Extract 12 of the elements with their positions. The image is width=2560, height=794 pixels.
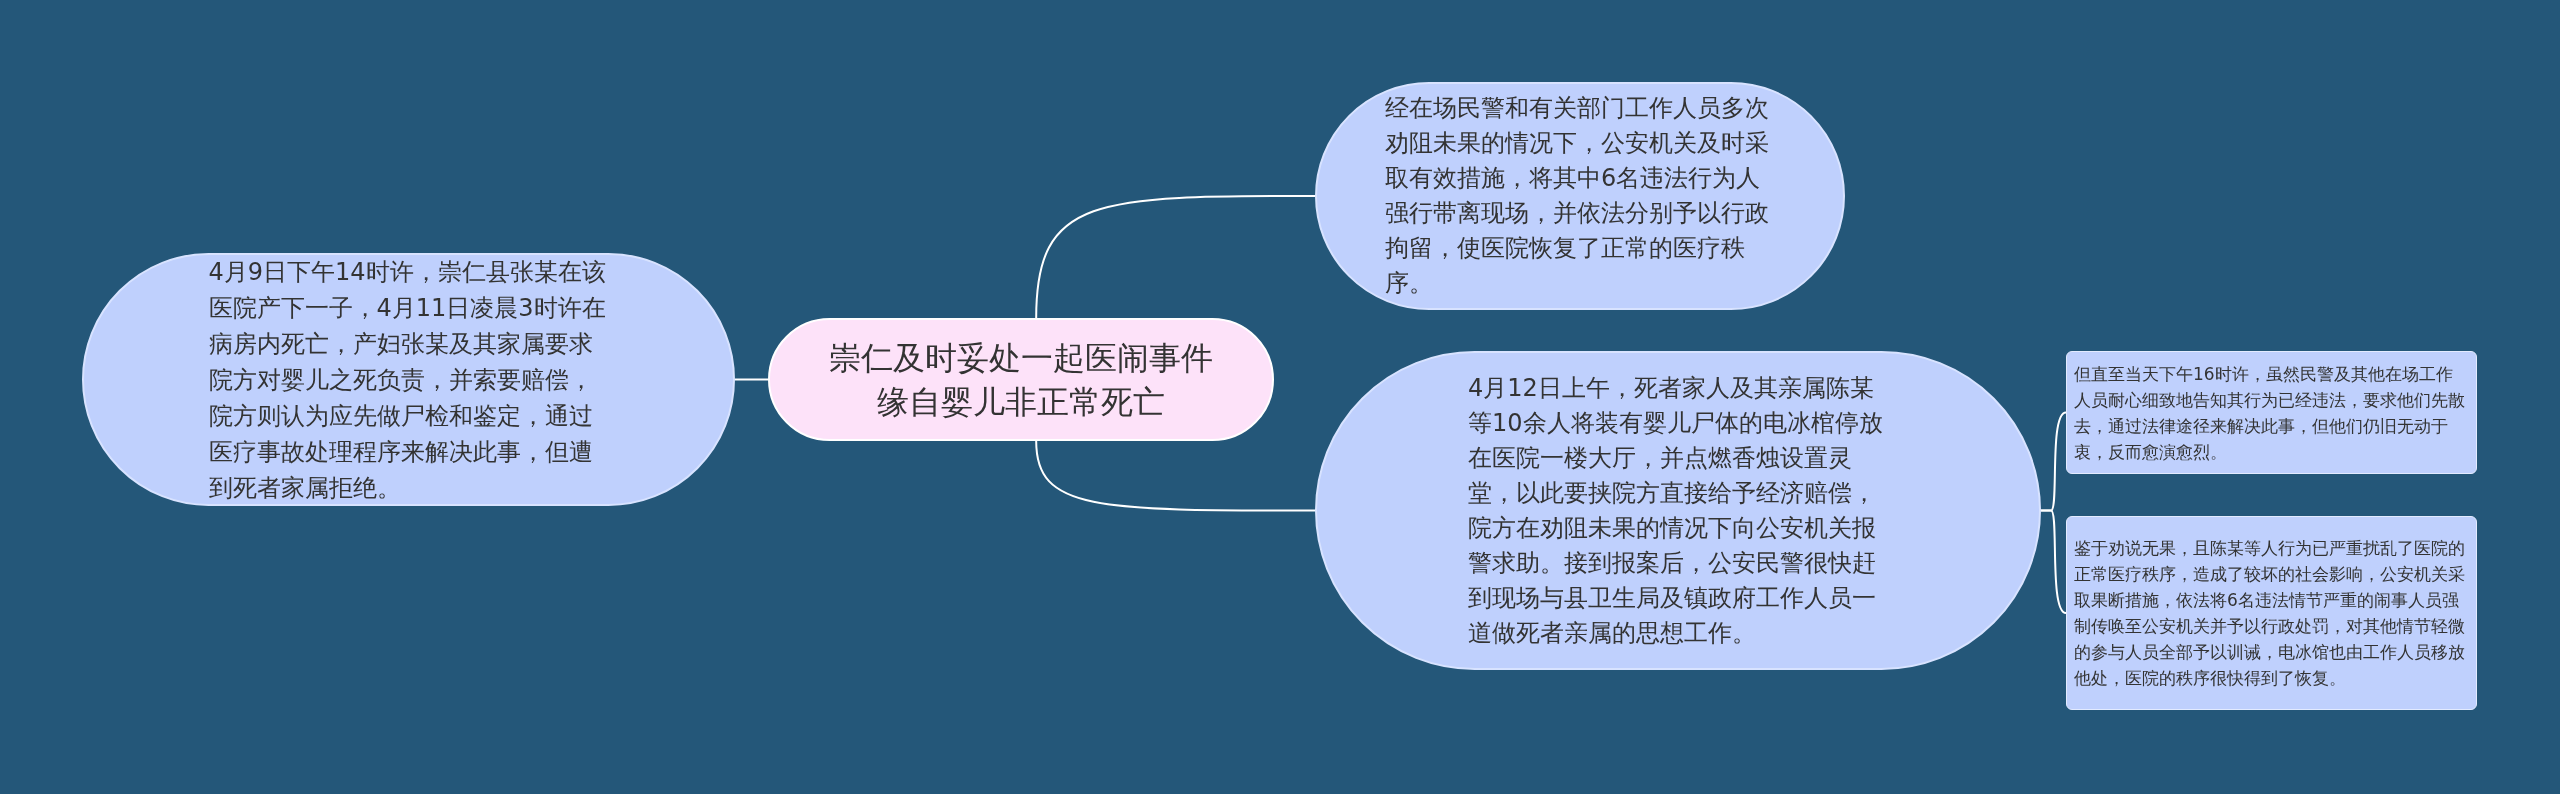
connector-line xyxy=(2040,509,2067,614)
node-text: 4月9日下午14时许，崇仁县张某在该医院产下一子，4月11日凌晨3时许在病房内死亡，产妇张某及其家属要求院方对婴儿之死负责，并索要赔偿，院方则认为应先做尸检和鉴定，通过医疗事故处理程序来解决此事，但遭到死者家属拒绝。 xyxy=(208,256,607,504)
node-text: 崇仁及时妥处一起医闹事件缘自婴儿非正常死亡 xyxy=(828,337,1214,423)
connector-line xyxy=(1035,195,1316,319)
node-text: 鉴于劝说无果，且陈某等人行为已严重扰乱了医院的正常医疗秩序，造成了较坏的社会影响，公安机关采取果断措施，依法将6名违法情节严重的闹事人员强制传唤至公安机关并予以行政处罚，对其他情节轻微的参与人员全部予以训诫，电冰馆也由工作人员移放他处，医院的秩序很快得到了恢复。 xyxy=(2074,537,2466,690)
detail-box xyxy=(2066,351,2477,474)
node-text: 但直至当天下午16时许，虽然民警及其他在场工作人员耐心细致地告知其行为已经违法，要求他们先散去，通过法律途径来解决此事，但他们仍旧无动于衷，反而愈演愈烈。 xyxy=(2074,362,2466,464)
node-text: 经在场民警和有关部门工作人员多次劝阻未果的情况下，公安机关及时采取有效措施，将其中6名违法行为人强行带离现场，并依法分别予以行政拘留，使医院恢复了正常的医疗秩序。 xyxy=(1385,93,1770,299)
node-text: 4月12日上午，死者家人及其亲属陈某等10余人将装有婴儿尸体的电冰棺停放在医院一楼大厅，并点燃香烛设置灵堂，以此要挟院方直接给予经济赔偿，院方在劝阻未果的情况下向公安机关报警求助。接到报案后，公安民警很快赶到现场与县卫生局及镇政府工作人员一道做死者亲属的思想工作。 xyxy=(1468,372,1884,649)
connector-line xyxy=(734,378,769,381)
detail-box xyxy=(2066,516,2477,710)
connector-line xyxy=(1035,440,1316,512)
